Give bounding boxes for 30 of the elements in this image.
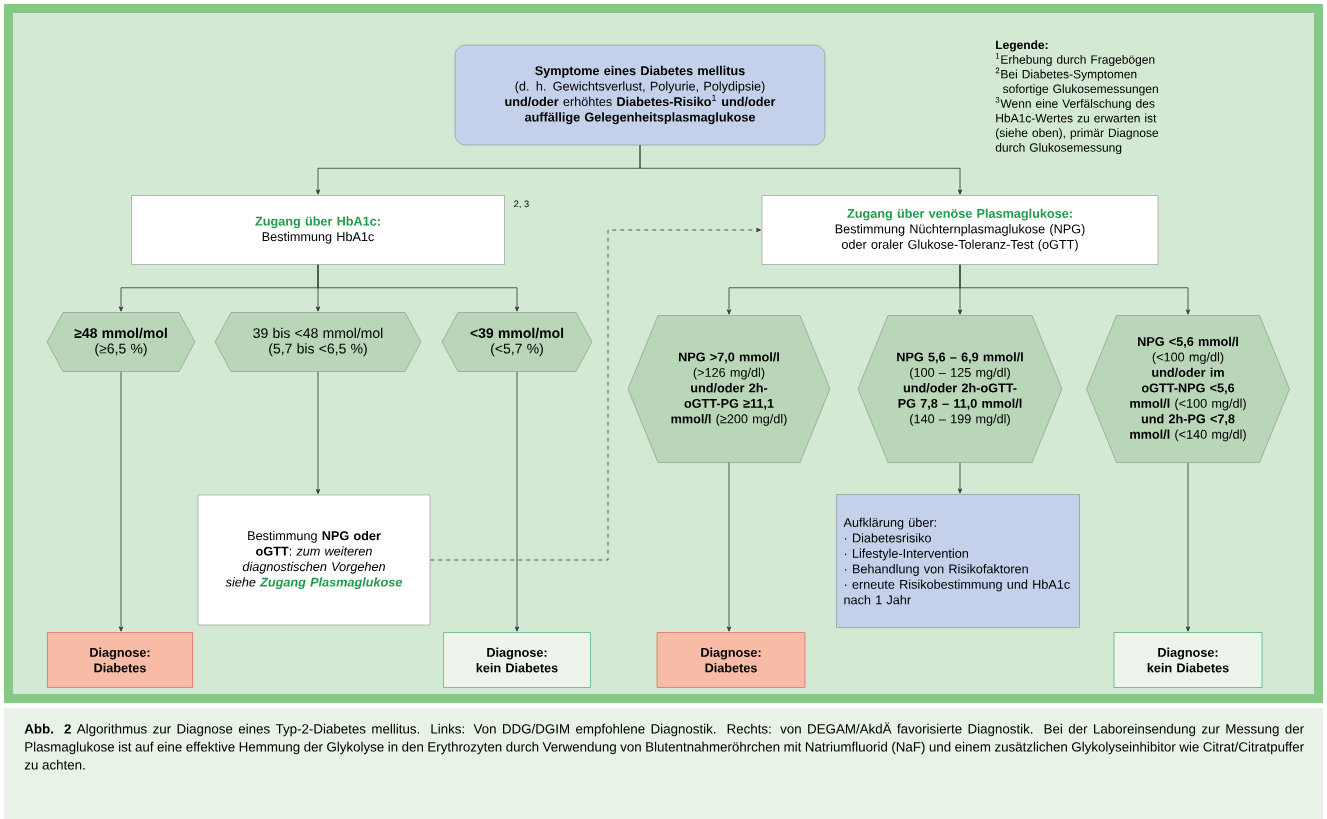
label: Legende: (996, 40, 1048, 52)
arrow (514, 371, 520, 632)
hexagon-box: NPG 5,6 – 6,9 mmol/l (100 – 125 mg/dl) und/oder 2h-oGTT-PG 7,8 – 11,0 mmol/l (140 – 199 mg/dl) (857, 315, 1063, 463)
label: $^{2}$Bei Diabetes-Symptomen sofortige Glukosemessungen (995, 67, 1158, 96)
rounded-box: Symptome eines Diabetes mellitus (d. h. Gewichtsverlust, Polyurie, Polydipsie) und/oder erhöhtes Diabetes-Risiko$^{1}$ und/oder auffällige Gelegenheitsplasmaglukose (454, 44, 826, 146)
hexagon-box: 39 bis <48 mmol/mol (5,7 bis <6,5 %) (214, 312, 422, 372)
arrow (118, 371, 124, 632)
label: $^{1}$Erhebung durch Fragebögen (995, 53, 1155, 67)
arrow (726, 462, 732, 632)
hexagon-box: NPG <5,6 mmol/l (<100 mg/dl) und/oder im oGTT-NPG <5,6 mmol/l (<100 mg/dl) und 2h-PG <7,8 mmol/l (<140 mg/dl) (1086, 315, 1290, 463)
arrow (317, 264, 520, 312)
process-box: Zugang über HbA1c: Bestimmung HbA1c (131, 195, 505, 265)
result-box: Diagnose: kein Diabetes (1113, 632, 1263, 688)
arrow (429, 227, 762, 561)
result-box: Diagnose: Diabetes (47, 632, 193, 688)
process-box: Zugang über venöse Plasmaglukose: Bestimmung Nüchternplasmaglukose (NPG) oder oraler Glukose-Toleranz-Test (oGTT) (761, 195, 1159, 265)
arrow (959, 264, 1191, 315)
legend-text: Legende: $^{1}$Erhebung durch Fragebögen $^{2}$Bei Diabetes-Symptomen sofortige Glukosemessungen $^{3}$Wenn eine Verfälschung des HbA1c-Wertes zu erwarten ist (siehe oben), primär Diagnose durch Glukosemessung (995, 40, 1159, 155)
arrow (957, 462, 963, 494)
hexagon-box: NPG >7,0 mmol/l (>126 mg/dl) und/oder 2h-oGTT-PG ≥11,1 mmol/l (≥200 mg/dl) (627, 315, 831, 463)
label: $^{3}$Wenn eine Verfälschung des HbA1c-Wertes zu erwarten ist (siehe oben), primär Diagnose durch Glukosemessung (995, 96, 1159, 155)
info-box: Aufklärung über: · Diabetesrisiko · Lifestyle-Intervention · Behandlung von Risikofaktoren · erneute Risikobestimmung und HbA1c nach 1 Jahr (836, 494, 1080, 628)
arrow (315, 371, 321, 495)
footnote-mark: 2, 3 (514, 200, 529, 209)
arrow (639, 144, 963, 195)
caption: Abb. 2 Algorithmus zur Diagnose eines Typ-2-Diabetes mellitus. Links: Von DDG/DGIM empfohlene Diagnostik. Rechts: von DEGAM/AkdÄ favorisierte Diagnostik. Bei der Laboreinsendung zur Messung der Plasmaglukose ist auf eine effektive Hemmung der Glykolyse in den Erythrozyten durch Verwendung von Blutentnahmeröhrchen mit Natriumfluorid (NaF) und einem zusätzlichen Glykolyseinhibitor wie Citrat/Citratpuffer zu achten. (24, 722, 1304, 770)
arrow (1185, 462, 1191, 632)
process-box: Bestimmung NPG oder oGTT: zum weiteren diagnostischen Vorgehen siehe Zugang Plasmaglukose (197, 494, 431, 626)
result-box: Diagnose: kein Diabetes (443, 632, 591, 688)
result-box: Diagnose: Diabetes (656, 632, 806, 688)
